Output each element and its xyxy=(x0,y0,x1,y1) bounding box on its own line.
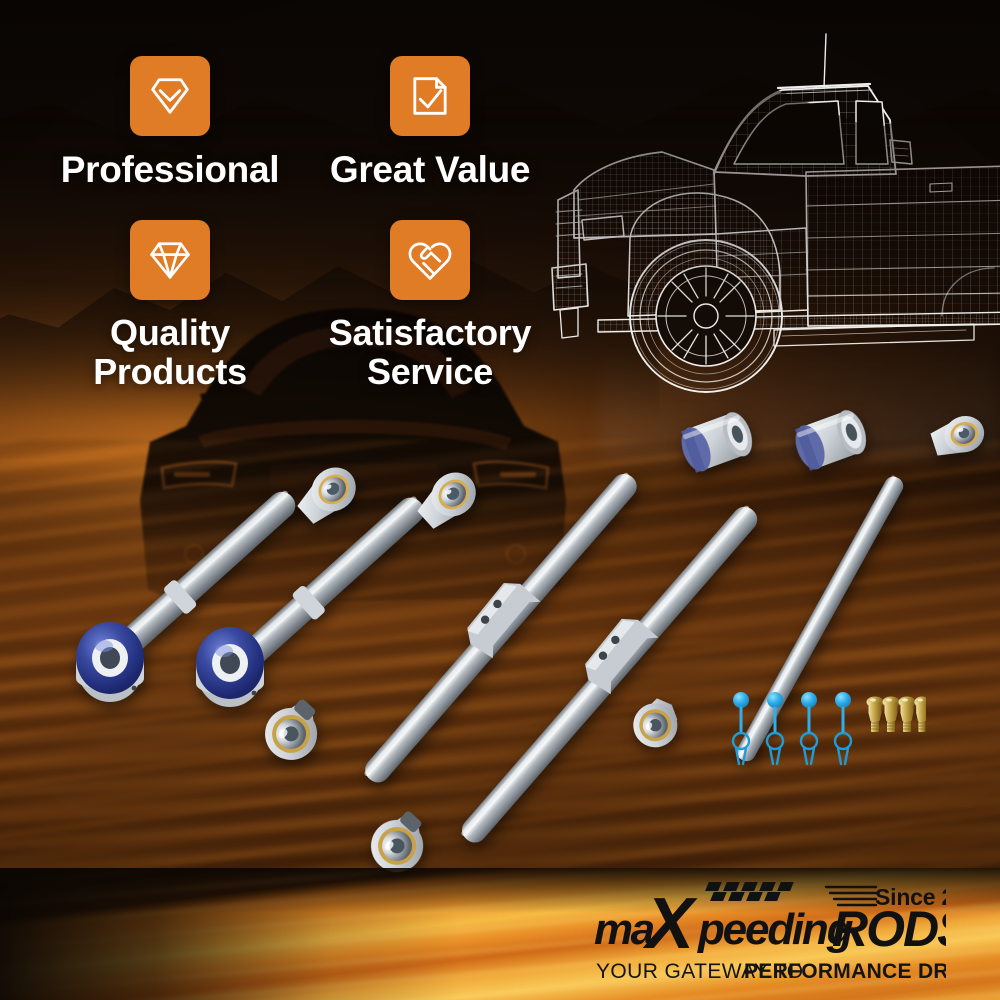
heart-handshake-icon xyxy=(408,242,452,280)
shield-chevron-icon xyxy=(151,78,189,114)
feature-badge-grid: Professional Great Value xyxy=(36,56,556,392)
feature-badge-tile xyxy=(130,56,210,136)
feature-label: Quality Products xyxy=(93,311,247,392)
feature-professional: Professional xyxy=(36,56,304,190)
tagline-bold: PERFORMANCE DRIVING xyxy=(744,960,946,983)
brand-banner: Since 2006 ma X peeding RODS YOUR GATEWA… xyxy=(0,868,1000,1000)
feature-label: Great Value xyxy=(329,149,531,190)
document-check-icon xyxy=(413,77,447,115)
feature-quality-products: Quality Products xyxy=(36,219,304,392)
logo-peeding: peeding xyxy=(697,905,854,954)
speed-lines-icon xyxy=(824,885,878,907)
grease-zerk-fitting-icon xyxy=(866,696,926,732)
hardware-kit-group xyxy=(726,690,926,770)
tagline-light: YOUR GATEWAY TO xyxy=(596,960,803,983)
maxpeedingrods-logo[interactable]: Since 2006 ma X peeding RODS YOUR GATEWA… xyxy=(594,874,946,992)
feature-great-value: Great Value xyxy=(304,56,556,190)
since-label: Since 2006 xyxy=(875,884,946,910)
banner-top-fade xyxy=(0,868,1000,913)
feature-label: Professional xyxy=(60,149,280,190)
cotter-pin-icon xyxy=(731,692,853,766)
diamond-gem-icon xyxy=(150,242,190,279)
feature-badge-tile xyxy=(390,56,470,136)
checkered-flag-icon xyxy=(705,882,794,901)
logo-x: X xyxy=(642,884,698,964)
feature-satisfactory-service: Satisfactory Service xyxy=(304,219,556,392)
feature-badge-tile xyxy=(130,219,210,300)
feature-label: Satisfactory Service xyxy=(328,311,532,392)
feature-badge-tile xyxy=(390,219,470,300)
logo-ma: ma xyxy=(594,905,655,954)
logo-rods: RODS xyxy=(832,901,946,957)
